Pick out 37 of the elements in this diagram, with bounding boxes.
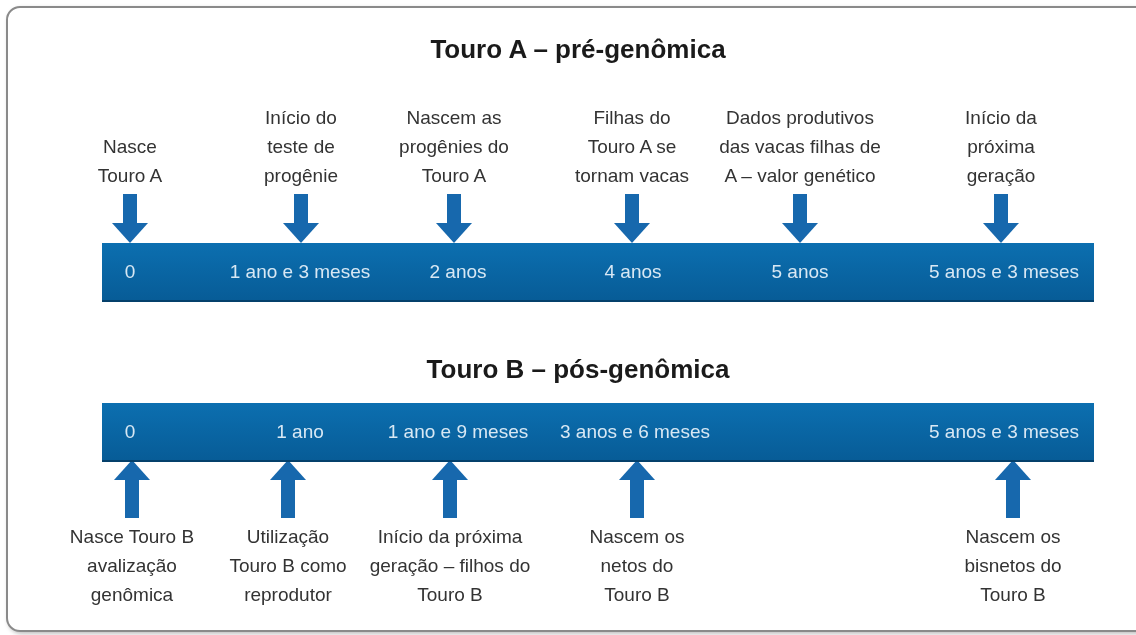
time-label: 1 ano bbox=[276, 403, 324, 460]
arrow bbox=[436, 194, 472, 243]
heading: Touro B – pós-genômica bbox=[426, 354, 730, 385]
time-label: 1 ano e 9 meses bbox=[387, 403, 529, 460]
heading: Touro A – pré-genômica bbox=[430, 34, 726, 65]
arrow bbox=[112, 194, 148, 243]
arrow bbox=[614, 194, 650, 243]
event-label: Dados produtivos das vacas filhas de A – valor genético bbox=[715, 103, 885, 190]
arrow bbox=[270, 460, 306, 518]
time-label: 3 anos e 6 meses bbox=[560, 403, 710, 460]
event-label: Início da próxima geração – filhos do Touro B bbox=[367, 522, 533, 609]
arrow bbox=[283, 194, 319, 243]
time-label: 2 anos bbox=[429, 243, 487, 300]
event-label: Nascem os bisnetos do Touro B bbox=[955, 522, 1071, 609]
arrow bbox=[432, 460, 468, 518]
arrow bbox=[995, 460, 1031, 518]
time-label: 5 anos e 3 meses bbox=[929, 243, 1079, 300]
time-label: 1 ano e 3 meses bbox=[229, 243, 371, 300]
event-label: Filhas do Touro A se tornam vacas bbox=[569, 103, 695, 190]
time-label: 5 anos e 3 meses bbox=[929, 403, 1079, 460]
arrow bbox=[114, 460, 150, 518]
time-label: 4 anos bbox=[604, 243, 662, 300]
event-label: Início da próxima geração bbox=[951, 103, 1051, 190]
timeline-bar bbox=[102, 403, 1094, 462]
event-label: Nascem os netos do Touro B bbox=[582, 522, 692, 609]
arrow bbox=[983, 194, 1019, 243]
timeline-bar bbox=[102, 243, 1094, 302]
event-label: Nasce Touro B avalização genômica bbox=[59, 522, 205, 609]
event-label: Utilização Touro B como reprodutor bbox=[223, 522, 353, 609]
time-label: 0 bbox=[124, 403, 136, 460]
arrow bbox=[619, 460, 655, 518]
time-label: 5 anos bbox=[771, 243, 829, 300]
event-label: Nascem as progênies do Touro A bbox=[394, 103, 514, 190]
time-label: 0 bbox=[124, 243, 136, 300]
arrow bbox=[782, 194, 818, 243]
event-label: Início do teste de progênie bbox=[246, 103, 356, 190]
event-label: Nasce Touro A bbox=[80, 132, 180, 190]
